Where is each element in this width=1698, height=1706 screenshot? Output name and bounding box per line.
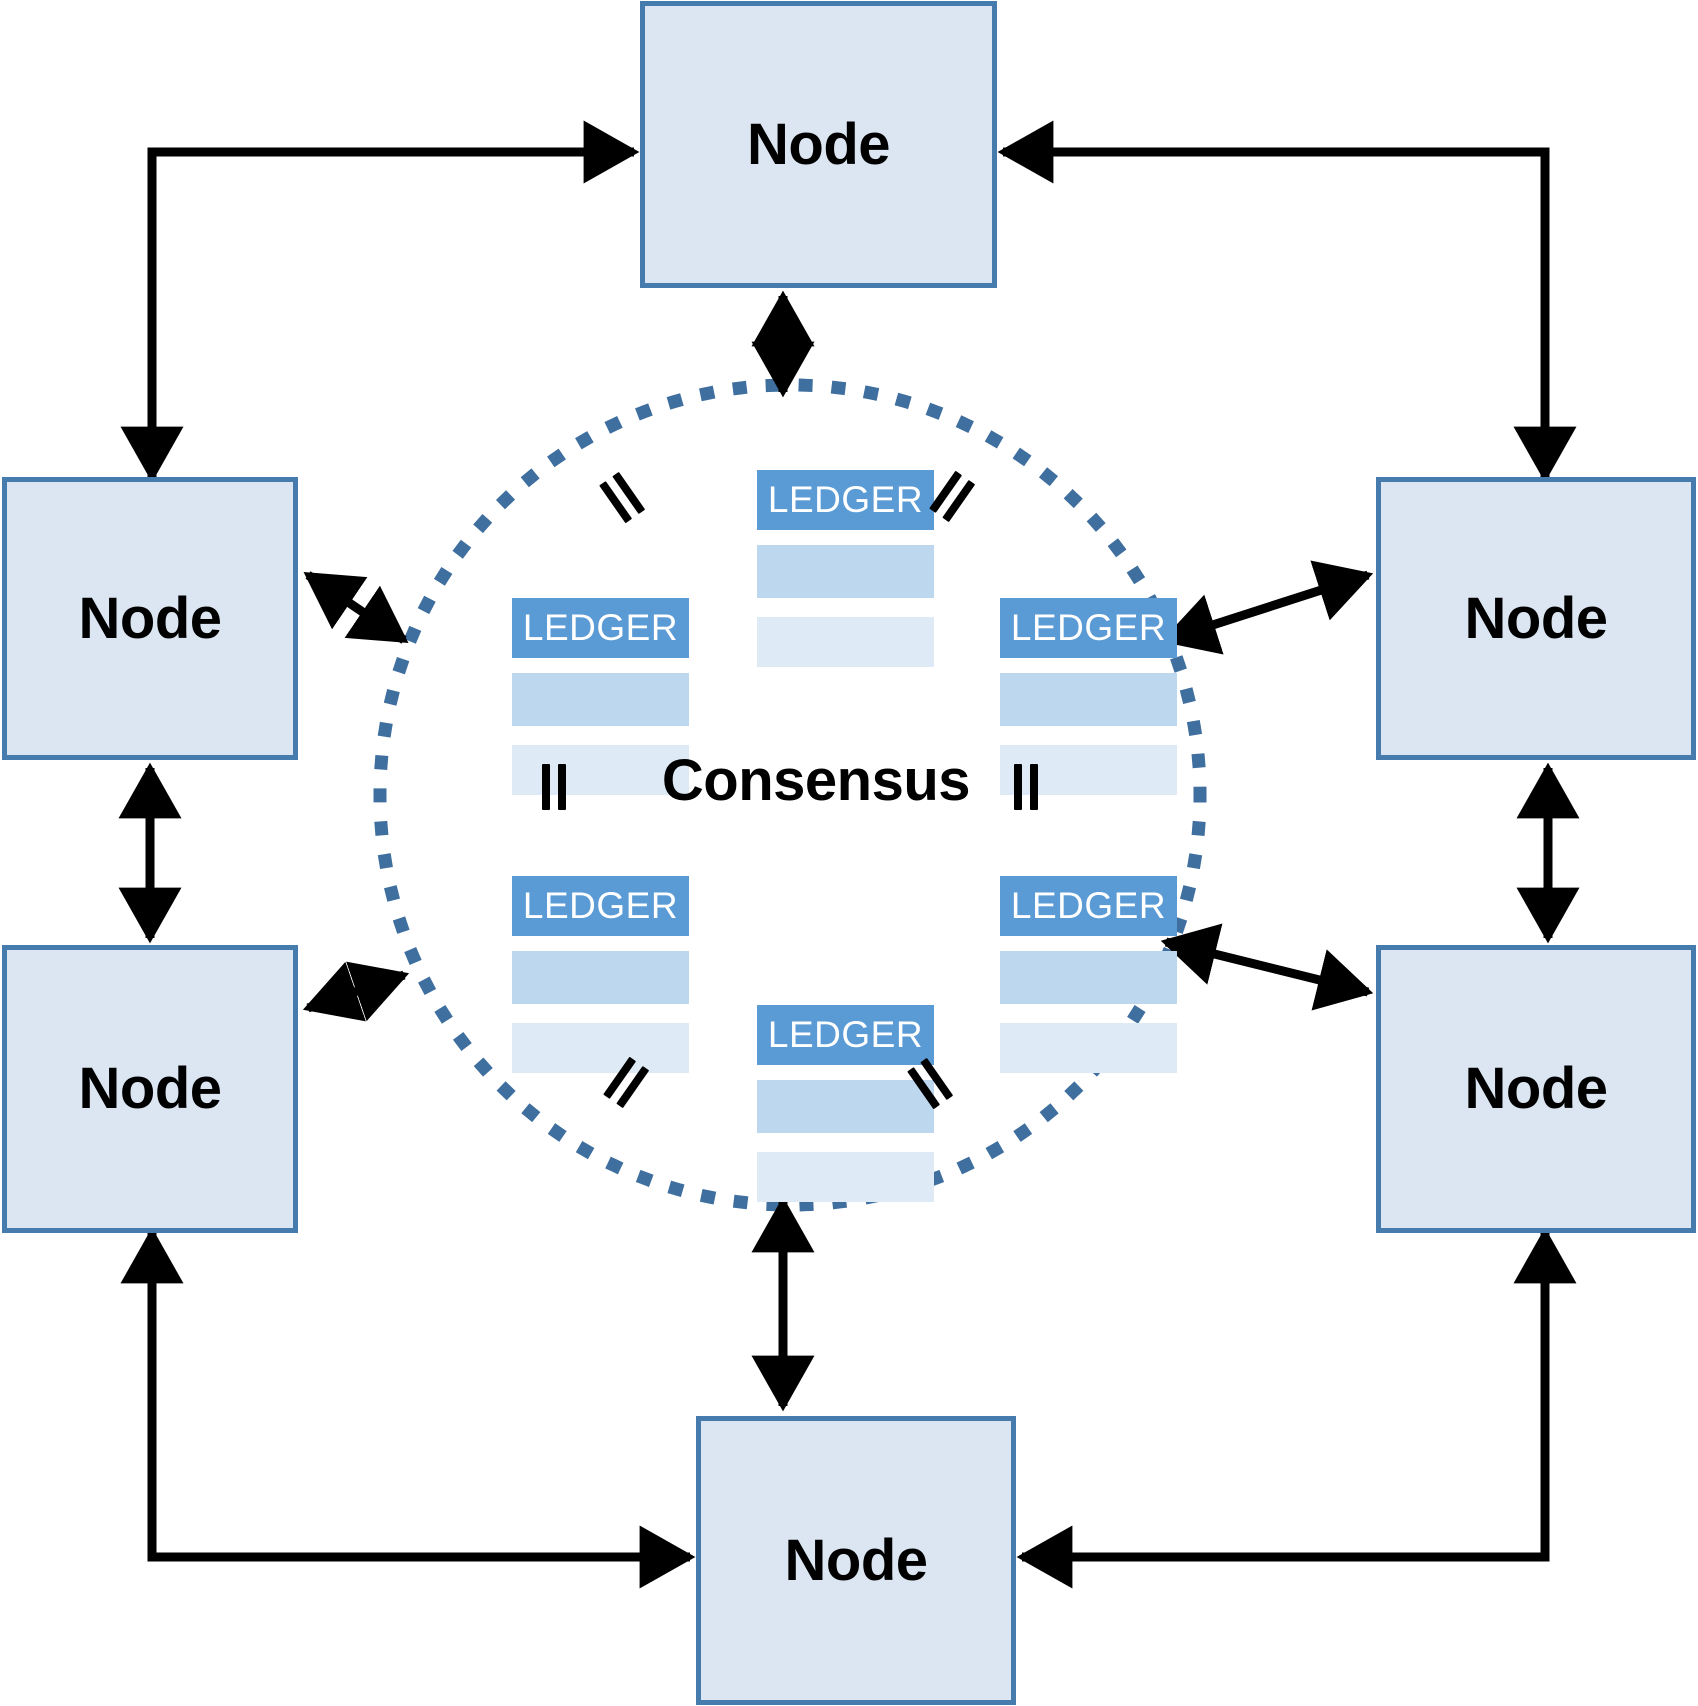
equals-icon bbox=[532, 764, 578, 810]
node-box-left-upper[interactable]: Node bbox=[2, 477, 298, 760]
node-box-right-lower[interactable]: Node bbox=[1376, 945, 1696, 1233]
node-label: Node bbox=[78, 1056, 223, 1121]
arrow-left1-consensus bbox=[303, 571, 409, 644]
ledger-card-bottom[interactable]: LEDGER bbox=[757, 1005, 934, 1202]
arrow-right2-consensus bbox=[1160, 923, 1374, 1011]
ledger-card-upper-left[interactable]: LEDGER bbox=[512, 598, 689, 795]
consensus-label: Consensus bbox=[661, 748, 971, 813]
node-box-top[interactable]: Node bbox=[640, 1, 997, 288]
node-label: Node bbox=[1464, 585, 1609, 651]
node-box-bottom[interactable]: Node bbox=[696, 1416, 1016, 1705]
ledger-row-2 bbox=[512, 1023, 689, 1073]
equals-icon bbox=[591, 465, 655, 529]
ledger-header: LEDGER bbox=[512, 598, 689, 658]
equals-icon bbox=[1004, 764, 1050, 810]
ledger-row-1 bbox=[757, 545, 934, 598]
ledger-row-2 bbox=[1000, 745, 1177, 795]
arrow-left1-top bbox=[120, 120, 640, 483]
ledger-header: LEDGER bbox=[512, 876, 689, 936]
node-box-right-upper[interactable]: Node bbox=[1376, 477, 1696, 760]
ledger-header: LEDGER bbox=[1000, 598, 1177, 658]
ledger-card-lower-right[interactable]: LEDGER bbox=[1000, 876, 1177, 1073]
ledger-row-2 bbox=[757, 1152, 934, 1202]
arrow-left2-consensus bbox=[302, 961, 410, 1022]
ledger-row-1 bbox=[1000, 673, 1177, 726]
ledger-header: LEDGER bbox=[757, 1005, 934, 1065]
node-label: Node bbox=[78, 585, 223, 651]
ledger-row-2 bbox=[512, 745, 689, 795]
ledger-card-top[interactable]: LEDGER bbox=[757, 470, 934, 667]
arrow-left2-bottom bbox=[120, 1227, 696, 1589]
node-label: Node bbox=[784, 1527, 929, 1593]
node-box-left-lower[interactable]: Node bbox=[2, 945, 298, 1233]
ledger-row-1 bbox=[757, 1080, 934, 1133]
arrow-right1-top bbox=[997, 120, 1577, 483]
ledger-card-upper-right[interactable]: LEDGER bbox=[1000, 598, 1177, 795]
node-label: Node bbox=[747, 111, 891, 177]
ledger-row-1 bbox=[512, 951, 689, 1004]
ledger-header: LEDGER bbox=[757, 470, 934, 530]
ledger-row-1 bbox=[512, 673, 689, 726]
node-label: Node bbox=[1464, 1056, 1609, 1121]
ledger-header: LEDGER bbox=[1000, 876, 1177, 936]
ledger-row-2 bbox=[757, 617, 934, 667]
arrow-right2-bottom bbox=[1016, 1227, 1577, 1589]
ledger-row-2 bbox=[1000, 1023, 1177, 1073]
ledger-card-lower-left[interactable]: LEDGER bbox=[512, 876, 689, 1073]
arrow-right1-consensus bbox=[1160, 560, 1374, 655]
ledger-row-1 bbox=[1000, 951, 1177, 1004]
